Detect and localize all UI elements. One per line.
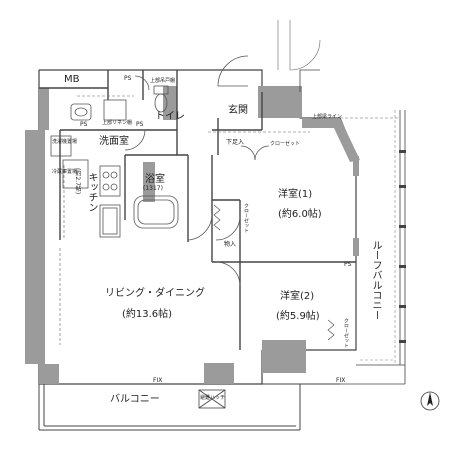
room-toilet: トイレ [155,111,185,122]
ps-label-1: PS [124,75,132,82]
interior-walls [39,70,356,350]
room-bath-size: (1317) [143,185,163,192]
balcony-outline [38,383,340,431]
ps-label-2: PS [80,121,88,128]
evac-hatch [198,389,226,409]
fix-label-2: FIX [336,377,346,384]
wall-fill [25,86,360,384]
room-washroom: 洗面室 [99,136,129,147]
room-living-size: (約13.6帖) [122,309,173,320]
room-western2: 洋室(2) [280,291,315,302]
fridge-label: 冷蔵庫置場 [52,169,78,175]
outer-wall-outline [38,69,357,385]
fix-label-1: FIX [153,377,163,384]
top-external [277,20,321,71]
room-balcony: バルコニー [110,394,160,405]
room-storage: 物入 [224,241,237,248]
room-mb: MB [64,74,80,85]
ps-label-a: PS [344,261,352,268]
room-bath: 浴室 [145,174,165,185]
washer-label: 洗濯機置場 [52,139,78,145]
room-living: リビング・ダイニング [105,288,205,299]
room-kitchen-size: (約2.7帖) [74,168,81,195]
room-shoe-box: 下足入 [226,139,245,146]
door-swings [124,55,270,287]
dashed-lines [59,95,400,345]
roof-posts [399,150,406,343]
roof-balcony-dashes [360,110,396,365]
fixtures [50,85,179,238]
ps-label-3: PS [136,121,144,128]
linen-label: 上部リネン棚 [102,120,133,126]
top-line-label: 上部梁ライン [312,114,343,120]
room-entrance: 玄関 [228,105,248,116]
upper-cabinet-label: 上部吊戸棚 [150,78,176,84]
closet2-label: クローゼット [343,318,349,348]
room-western2-size: (約5.9帖) [276,311,320,322]
entrance-closet-label: クローゼット [270,141,301,147]
closet1-label: クローゼット [243,203,249,233]
north-arrow [420,391,440,411]
hatch-label: 避難ハッチ [200,395,226,401]
room-western1: 洋室(1) [278,189,313,200]
room-western1-size: (約6.0帖) [278,209,322,220]
room-kitchen: キッチン [86,172,97,212]
closet-doors [213,204,335,341]
room-roof-balcony: ルーフバルコニー [370,240,381,320]
